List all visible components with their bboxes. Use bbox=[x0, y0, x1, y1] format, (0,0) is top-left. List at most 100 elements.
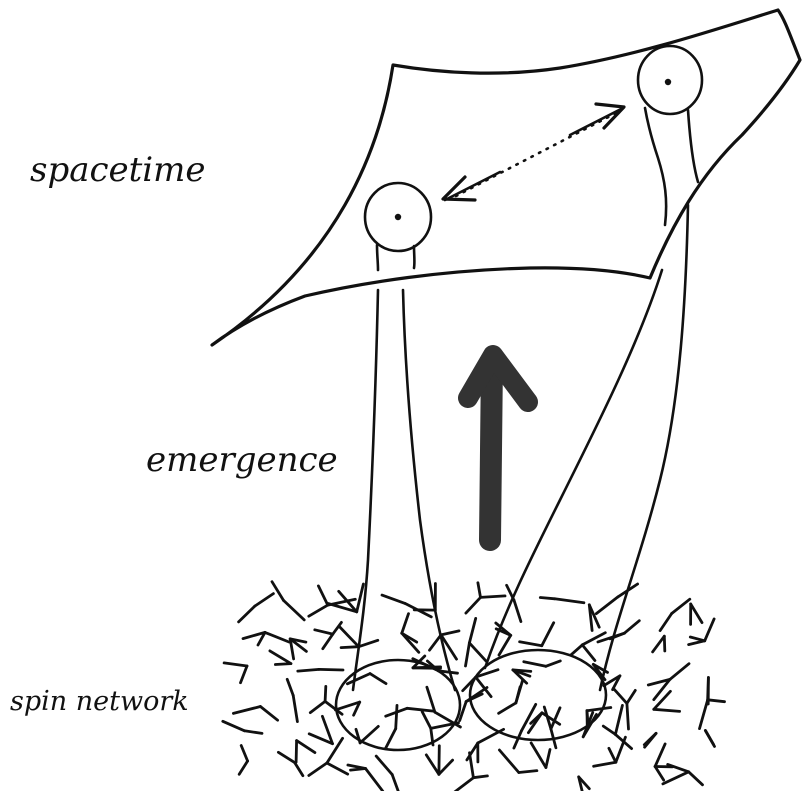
spin-network-edge bbox=[514, 600, 521, 621]
spin-network-edge bbox=[422, 712, 431, 729]
spin-network-edge bbox=[705, 731, 714, 747]
separation-arrow-left-shaft bbox=[445, 172, 500, 200]
spin-network-label: spin network bbox=[10, 686, 189, 717]
spin-network-edge bbox=[386, 729, 396, 749]
spacetime-label: spacetime bbox=[30, 150, 206, 190]
emergence-arrow-shaft bbox=[490, 360, 492, 540]
spin-network-edge bbox=[473, 776, 487, 778]
separation-arrow-right-shaft bbox=[570, 108, 623, 135]
spin-network-edge bbox=[284, 600, 305, 620]
spin-network-edge bbox=[499, 750, 518, 773]
spin-network-edge bbox=[546, 750, 550, 768]
spin-network-edge bbox=[270, 651, 291, 664]
spin-network-edge bbox=[609, 748, 616, 762]
spin-network-edge bbox=[663, 772, 689, 784]
left-tube-right-wall bbox=[403, 246, 455, 690]
spin-network-edge bbox=[645, 733, 657, 747]
spin-network-edge bbox=[470, 753, 474, 778]
left-tube-left-wall bbox=[353, 245, 378, 690]
spin-network-edge bbox=[441, 631, 459, 635]
spin-network-edge bbox=[265, 632, 289, 642]
spin-network-edge bbox=[700, 700, 708, 729]
left-point-marker bbox=[395, 214, 401, 220]
spin-network-edge bbox=[587, 708, 611, 711]
spin-network-edge bbox=[319, 669, 343, 670]
spin-network-edge bbox=[596, 597, 618, 614]
spacetime-sheet bbox=[212, 10, 800, 345]
spin-network-edge bbox=[627, 690, 635, 703]
spin-network-edge bbox=[295, 763, 303, 776]
spin-network-edge bbox=[427, 687, 435, 712]
spin-network-edge bbox=[451, 778, 473, 791]
spin-network-edge bbox=[653, 636, 665, 652]
spin-network-edge bbox=[382, 595, 405, 603]
spin-network-edge bbox=[241, 746, 247, 762]
spin-network-edge bbox=[223, 721, 245, 731]
spin-network-edge bbox=[296, 741, 297, 763]
spin-network-edge bbox=[615, 705, 622, 734]
emergence-label: emergence bbox=[146, 440, 338, 480]
spin-network-edge bbox=[309, 763, 327, 776]
spin-network-edge bbox=[275, 664, 291, 665]
spin-network-edge bbox=[691, 604, 702, 623]
spin-network-edge bbox=[708, 678, 709, 702]
spin-network-edge bbox=[402, 614, 409, 634]
spin-network-edge bbox=[531, 743, 546, 768]
spin-network-edge bbox=[463, 677, 476, 691]
spin-network-edge bbox=[245, 731, 263, 734]
spin-network-edge bbox=[481, 596, 506, 598]
spin-network-edge bbox=[310, 701, 325, 712]
spin-network-edge bbox=[542, 623, 554, 646]
spin-network-edge bbox=[466, 643, 470, 666]
spin-network-edge bbox=[376, 756, 392, 775]
spin-network-edge bbox=[524, 662, 546, 667]
spin-network-edge bbox=[255, 594, 274, 607]
spin-network-edge bbox=[407, 708, 433, 711]
spin-network-edge bbox=[571, 645, 583, 655]
spin-network-edge bbox=[654, 709, 680, 711]
spin-network-edge bbox=[360, 726, 378, 743]
spin-network-edge bbox=[594, 762, 616, 766]
spin-network-edge bbox=[507, 585, 514, 600]
spin-network-edge bbox=[654, 691, 671, 709]
spin-network-edge bbox=[624, 621, 639, 634]
spin-network-edge bbox=[478, 729, 504, 743]
spin-network-edge bbox=[339, 626, 359, 646]
spin-network-edge bbox=[705, 619, 714, 641]
right-point-marker bbox=[665, 79, 671, 85]
spin-network-edge bbox=[555, 599, 584, 603]
spin-network-edge bbox=[516, 681, 523, 703]
spin-network-edge bbox=[315, 630, 333, 634]
spin-network-edge bbox=[297, 741, 315, 753]
spin-network-edge bbox=[520, 642, 542, 646]
spin-network-edge bbox=[466, 597, 481, 613]
spin-network-edge bbox=[689, 641, 705, 645]
spin-network-edge bbox=[272, 582, 284, 601]
spin-network-edge bbox=[582, 633, 605, 645]
spin-network-edge bbox=[670, 664, 689, 680]
spin-network-edge bbox=[616, 737, 626, 762]
spin-network-edge bbox=[278, 752, 294, 762]
spin-network-edge bbox=[478, 583, 481, 598]
spin-network-edge bbox=[351, 769, 366, 771]
spin-network-edge bbox=[239, 761, 247, 774]
spin-network-edge bbox=[341, 647, 359, 648]
spin-network-edge bbox=[370, 674, 386, 684]
spin-network-edge bbox=[309, 605, 328, 616]
spin-network-edge bbox=[287, 679, 293, 695]
spin-network-edge bbox=[708, 700, 725, 702]
spin-network-edge bbox=[660, 614, 672, 631]
spin-network-edge bbox=[241, 666, 248, 683]
spin-network-edge bbox=[499, 635, 511, 655]
spin-network-edge bbox=[260, 707, 277, 721]
spin-network-edge bbox=[603, 726, 615, 734]
spin-network-edge bbox=[689, 772, 703, 785]
spin-network-edge bbox=[426, 755, 439, 774]
spin-network-edge bbox=[499, 703, 516, 713]
spin-network-edge bbox=[430, 635, 442, 650]
spin-network-edge bbox=[655, 744, 665, 767]
spin-network-graph bbox=[223, 582, 725, 791]
spin-network-edge bbox=[439, 760, 453, 774]
